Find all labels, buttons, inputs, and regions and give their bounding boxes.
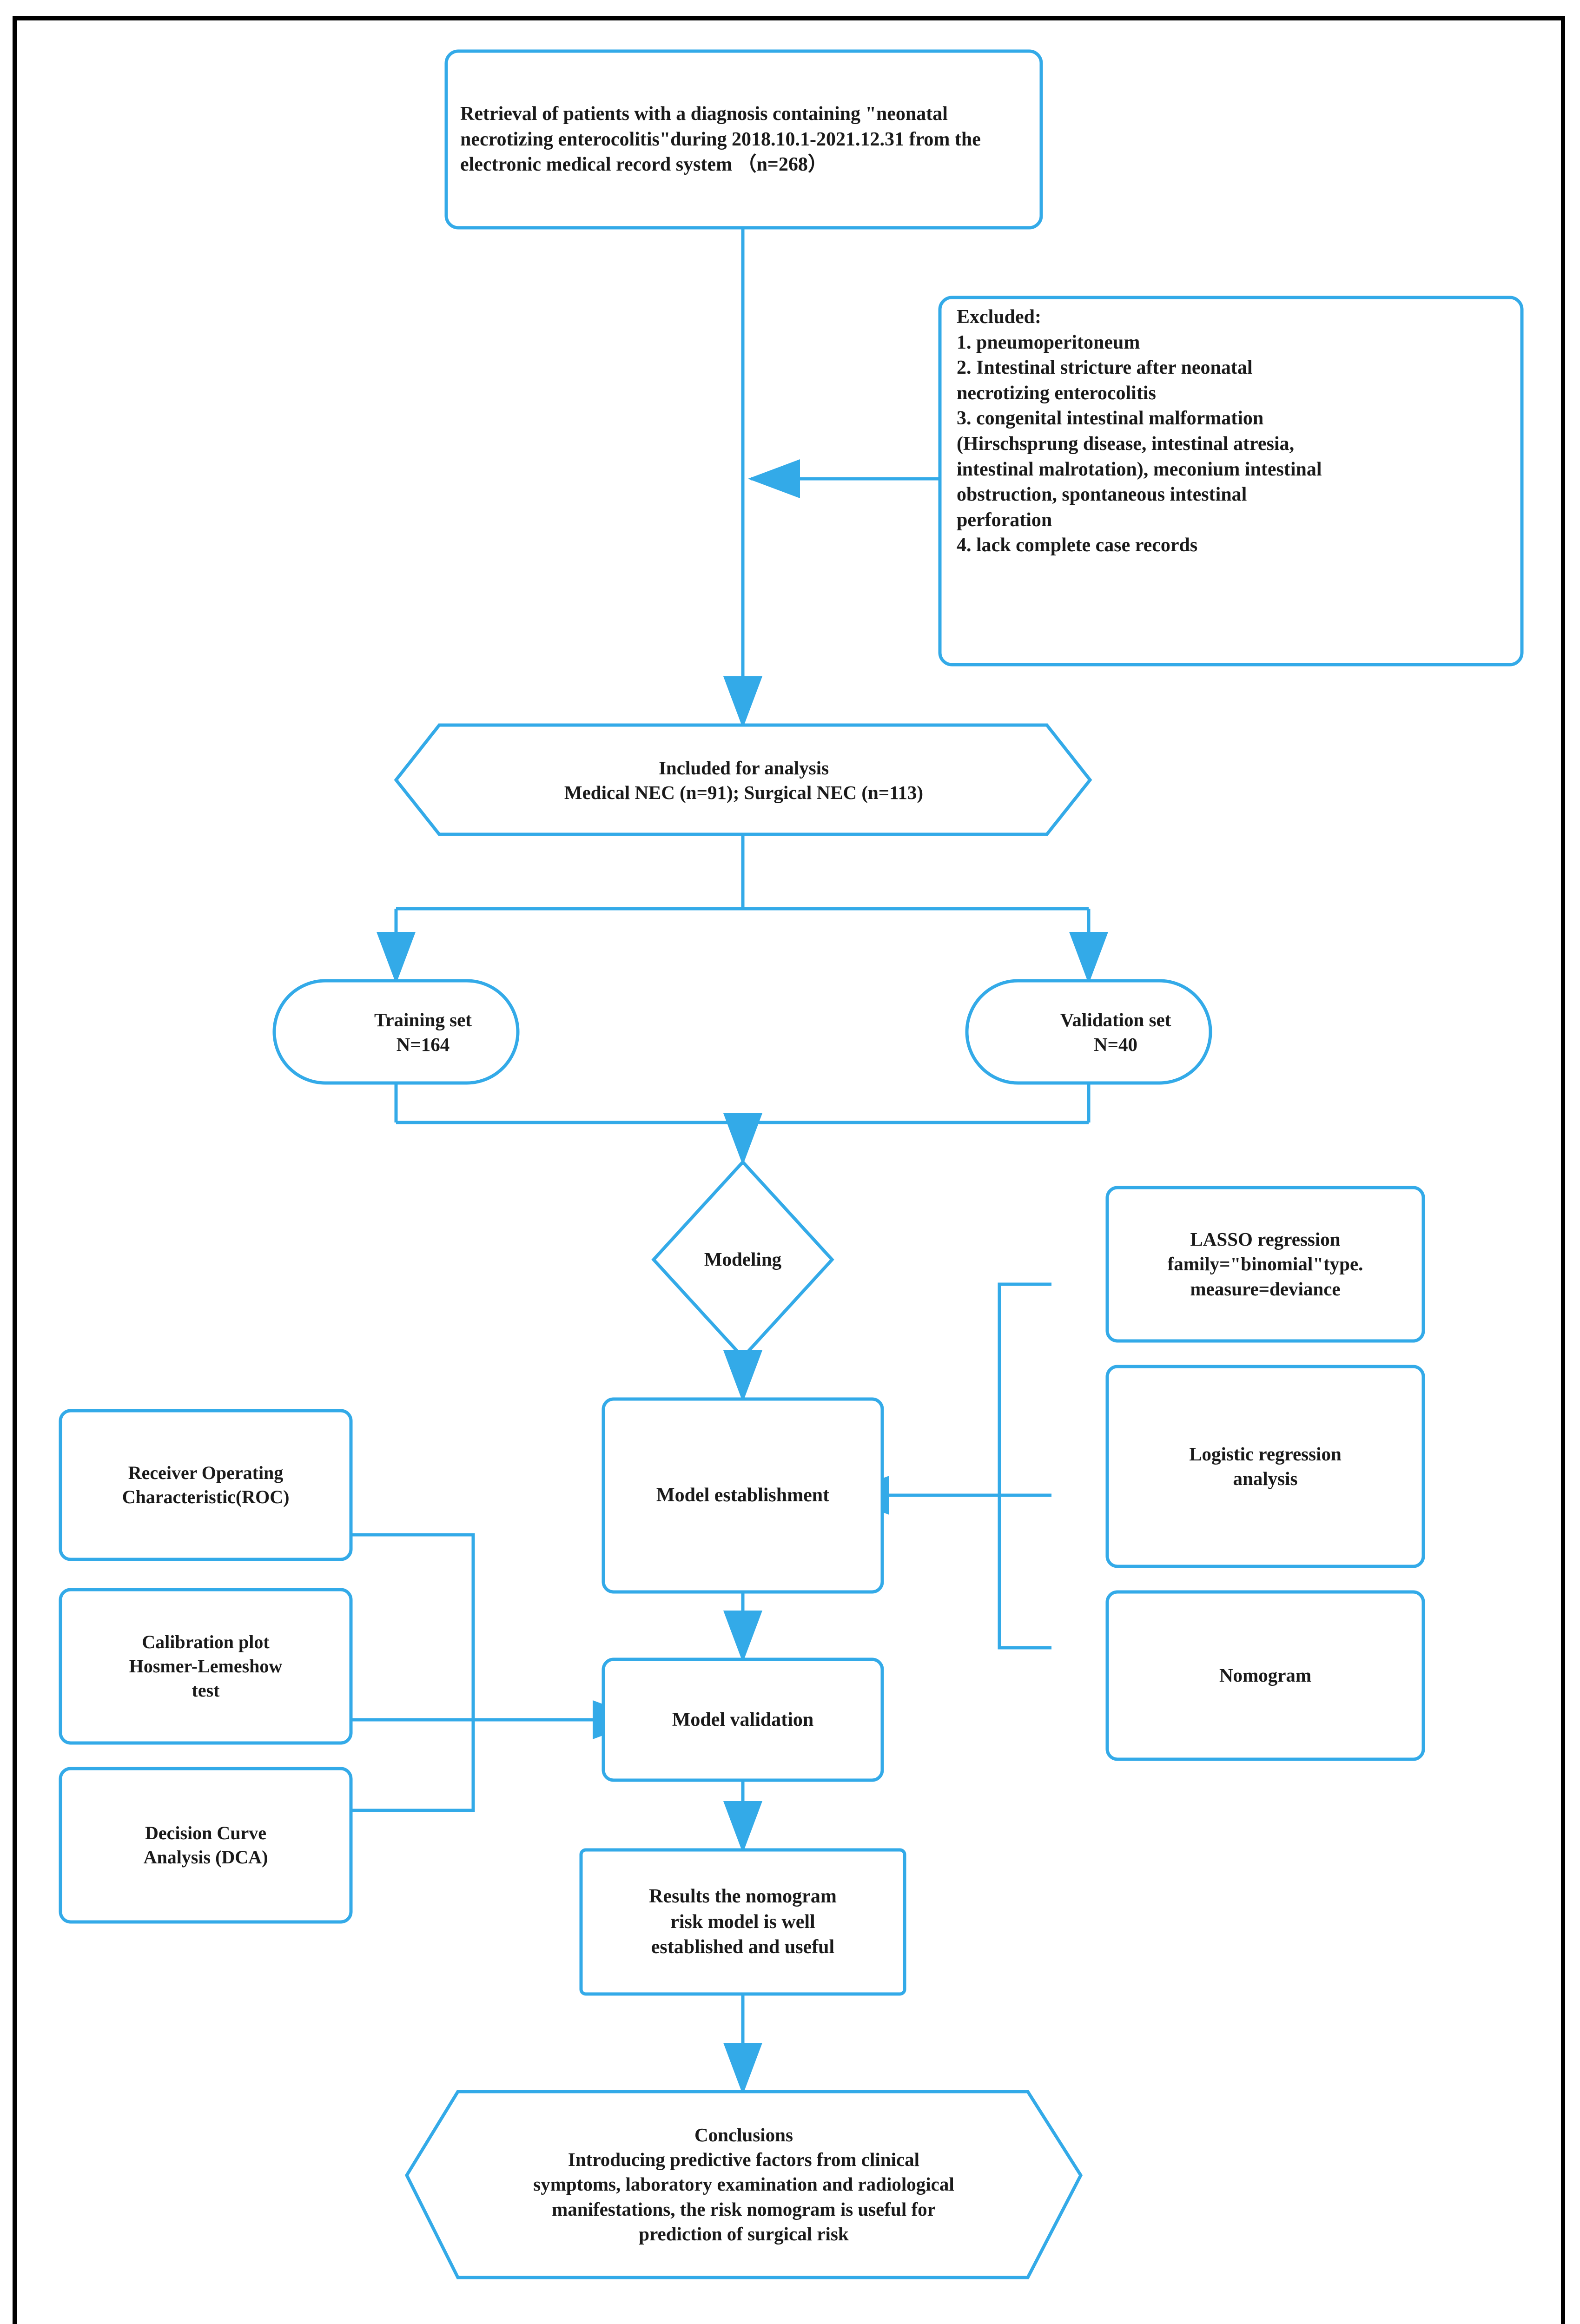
shape-lasso[interactable] (1105, 1186, 1425, 1343)
right-trunk-lower (998, 1495, 1051, 1650)
shape-validation-set[interactable] (965, 979, 1212, 1085)
shape-retrieval[interactable] (444, 49, 1043, 230)
shape-roc[interactable] (59, 1409, 353, 1561)
connector-layer (351, 228, 1108, 2095)
shape-logistic[interactable] (1105, 1365, 1425, 1568)
right-trunk-upper (998, 1282, 1051, 1495)
shape-dca[interactable] (59, 1767, 353, 1924)
left-trunk-lower (351, 1720, 475, 1812)
shape-modeling-diamond (651, 1159, 834, 1360)
shape-included[interactable] (394, 723, 1092, 836)
shape-training-set[interactable] (272, 979, 520, 1085)
shape-results[interactable] (579, 1848, 906, 1996)
shape-conclusions[interactable] (405, 2090, 1083, 2279)
shape-model-validation[interactable] (602, 1657, 884, 1782)
node-shape-layer (59, 49, 1524, 2279)
shape-nomogram[interactable] (1105, 1590, 1425, 1761)
left-trunk-upper (351, 1533, 475, 1720)
shape-excluded[interactable] (938, 296, 1524, 667)
shape-model-establishment[interactable] (602, 1397, 884, 1594)
shape-calibration[interactable] (59, 1588, 353, 1745)
